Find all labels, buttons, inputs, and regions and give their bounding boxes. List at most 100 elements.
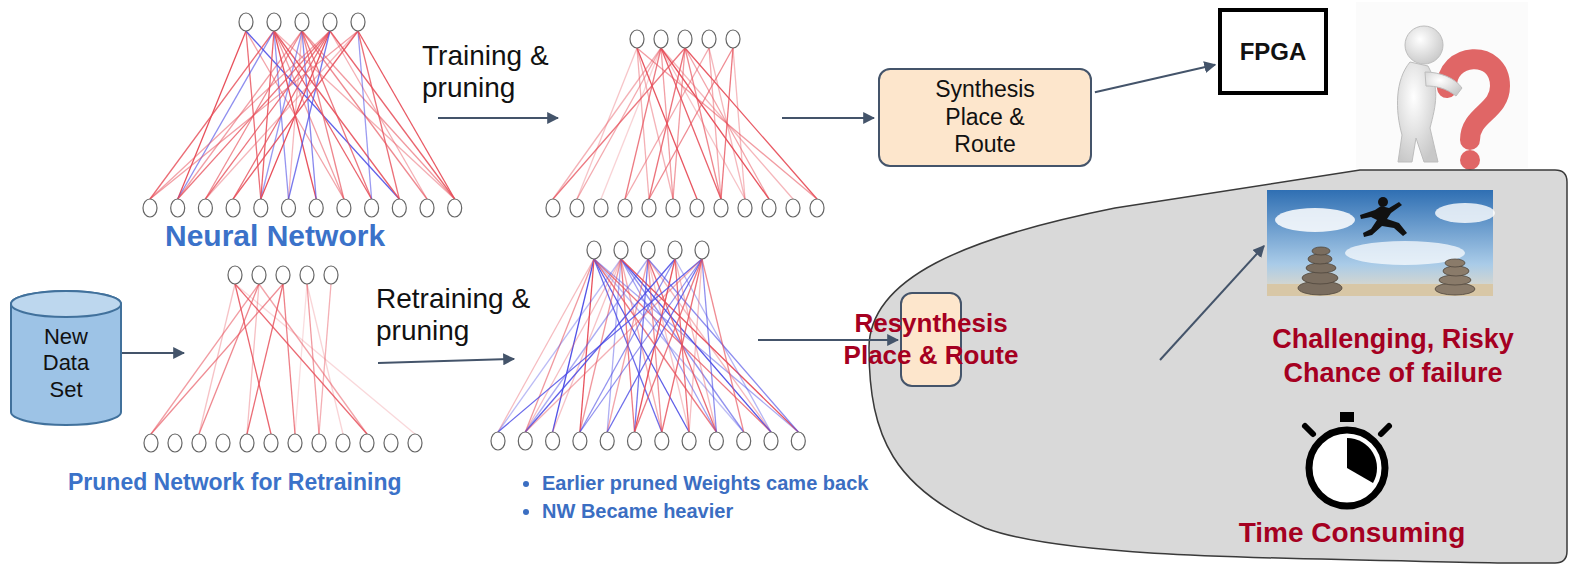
data-cylinder: New Data Set [10, 290, 122, 426]
weight-line [625, 48, 661, 199]
weight-line [721, 48, 733, 199]
neuron [654, 30, 668, 48]
node-text: FPGA [1240, 38, 1307, 66]
weight-line [302, 31, 427, 199]
weight-line [689, 259, 702, 432]
neuron [337, 199, 351, 217]
node-text: Challenging, Risky Chance of failure [1248, 323, 1538, 391]
neuron [762, 199, 776, 217]
jumper-head [1378, 197, 1388, 207]
neuron [216, 434, 230, 452]
neuron [198, 199, 212, 217]
neuron [168, 434, 182, 452]
weight-line [553, 48, 685, 199]
weight-line [151, 284, 283, 434]
neuron [300, 266, 314, 284]
weight-line [648, 259, 771, 432]
retrained-network [491, 241, 805, 450]
node-text: Resynthesis Place & Route [831, 308, 1031, 370]
neuron [737, 432, 751, 450]
thinking-figure [1356, 2, 1528, 170]
weight-line [594, 259, 716, 432]
neuron [614, 241, 628, 259]
neuron [309, 199, 323, 217]
stone-stack [1443, 266, 1469, 276]
neuron [448, 199, 462, 217]
weight-line [235, 284, 367, 434]
cloud [1275, 208, 1355, 232]
weight-line [648, 259, 716, 432]
weight-line [199, 284, 259, 434]
weight-line [685, 48, 817, 199]
neuron [678, 30, 692, 48]
cloud [1435, 203, 1495, 223]
weight-line [621, 259, 716, 432]
neuron [810, 199, 824, 217]
neuron [702, 30, 716, 48]
weight-line [150, 31, 274, 199]
stopwatch-button [1381, 426, 1389, 434]
weight-line [702, 259, 744, 432]
neuron [323, 13, 337, 31]
neuron [668, 241, 682, 259]
weight-line [621, 259, 771, 432]
stone-stack [1306, 263, 1336, 273]
stone-stack [1312, 247, 1330, 255]
weight-line [553, 48, 661, 199]
arrow-label: Training & pruning [422, 40, 560, 104]
neuron [714, 199, 728, 217]
neuron [336, 434, 350, 452]
neuron [365, 199, 379, 217]
stopwatch-crown [1340, 412, 1354, 422]
neuron [351, 13, 365, 31]
fpga-box: FPGA [1218, 8, 1328, 95]
neuron [420, 199, 434, 217]
neuron [267, 13, 281, 31]
neuron [384, 434, 398, 452]
weight-line [330, 31, 427, 199]
flow-arrow [438, 117, 558, 119]
stopwatch-face [1309, 430, 1385, 506]
neuron [726, 30, 740, 48]
stone-stack [1445, 259, 1465, 267]
weight-line [358, 31, 399, 199]
weight-line [274, 31, 399, 199]
flow-arrow [378, 359, 514, 363]
weight-line [205, 31, 330, 199]
process-box: Resynthesis Place & Route [900, 292, 962, 387]
weight-line [594, 259, 771, 432]
weight-line [150, 31, 358, 199]
node-text: Time Consuming [1227, 515, 1477, 550]
neuron [312, 434, 326, 452]
neuron [738, 199, 752, 217]
stone-stack [1298, 247, 1342, 295]
weight-line [661, 48, 793, 199]
node-text: Synthesis Place & Route [925, 76, 1045, 159]
bullet-list: Earlier pruned Weights came backNW Becam… [516, 469, 868, 525]
weight-line [525, 259, 621, 432]
neuron [666, 199, 680, 217]
neuron [600, 432, 614, 450]
weight-line [274, 31, 344, 199]
connector-arrow [1095, 65, 1215, 92]
weight-line [246, 31, 399, 199]
question-dot [1460, 150, 1480, 170]
neuron [228, 266, 242, 284]
weight-line [607, 259, 702, 432]
neuron [642, 199, 656, 217]
cylinder-body [11, 291, 121, 425]
neuron [264, 434, 278, 452]
neuron [690, 199, 704, 217]
bullet-note: NW Became heavier [542, 497, 868, 525]
weight-line [289, 31, 331, 199]
weight-line [307, 284, 343, 434]
neuron [144, 434, 158, 452]
figure-head [1405, 26, 1443, 64]
bullet-note: Earlier pruned Weights came back [542, 469, 868, 497]
flow-arrows [122, 118, 874, 363]
pruned-network [546, 30, 824, 217]
neuron [288, 434, 302, 452]
weight-line [673, 48, 685, 199]
neuron [392, 199, 406, 217]
weight-line [594, 259, 798, 432]
